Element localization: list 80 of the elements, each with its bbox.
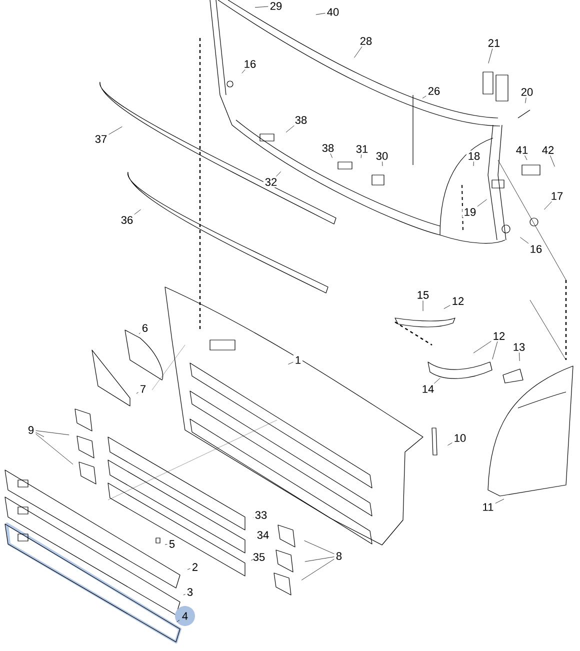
callout-number: 13: [511, 342, 527, 352]
leader-line: [525, 97, 526, 104]
leader-line: [434, 378, 440, 384]
leader-line: [36, 430, 70, 436]
callout-number: 34: [255, 530, 271, 540]
leader-line: [301, 558, 334, 580]
leader-line: [360, 154, 362, 158]
callout-number: 32: [263, 176, 279, 188]
callout-number: 12: [450, 296, 466, 306]
callout-number: 37: [93, 134, 109, 144]
callout-number: 19: [462, 206, 478, 218]
callout-number: 35: [251, 552, 267, 562]
leader-line: [422, 96, 426, 98]
callout-number: 15: [415, 290, 431, 300]
leader-line: [477, 199, 487, 207]
leader-line: [134, 209, 141, 215]
callout-number: 7: [138, 384, 148, 394]
leader-line: [36, 432, 44, 437]
leader-line: [304, 556, 334, 562]
leader-line: [176, 620, 180, 622]
leader-line: [473, 161, 474, 166]
callout-number: 9: [26, 424, 36, 436]
leader-line: [183, 594, 186, 596]
leader-line: [250, 559, 254, 560]
callout-number: 20: [519, 86, 535, 98]
leader-line: [254, 6, 268, 8]
callout-number: 41: [514, 144, 530, 156]
leader-line: [473, 341, 492, 354]
callout-number: 18: [466, 150, 482, 162]
leader-line: [444, 305, 450, 309]
callout-number: 38: [320, 142, 336, 154]
callout-number: 2: [190, 562, 200, 572]
leader-line: [492, 341, 498, 360]
leader-line: [382, 161, 383, 166]
leader-line: [550, 155, 555, 167]
callout-number: 12: [491, 330, 507, 342]
leader-line: [304, 540, 334, 554]
callout-number: 29: [268, 0, 284, 12]
callout-number: 33: [253, 510, 269, 520]
callout-number: 1: [293, 354, 303, 366]
leader-line: [276, 171, 281, 177]
leader-line: [488, 48, 493, 64]
callout-number: 6: [140, 322, 150, 334]
callout-number: 40: [325, 6, 341, 18]
callout-number: 16: [528, 244, 544, 254]
callout-number: 10: [452, 432, 468, 444]
callout-number: 5: [167, 538, 177, 550]
callout-number: 11: [480, 502, 496, 512]
callout-number: 31: [354, 144, 370, 154]
callout-number: 21: [486, 38, 502, 48]
leader-line: [136, 392, 138, 394]
leader-line: [187, 568, 190, 570]
leader-line: [448, 442, 452, 446]
leader-line: [36, 434, 74, 464]
callout-number: 36: [119, 214, 135, 226]
leader-line: [288, 362, 294, 364]
leader-line: [524, 155, 528, 160]
callout-number: 16: [242, 58, 258, 70]
leader-line: [242, 69, 246, 74]
callout-number: 26: [426, 86, 442, 96]
callout-number: 17: [549, 190, 565, 202]
leader-line: [164, 544, 168, 545]
leader-line: [544, 201, 552, 210]
callout-number: 30: [374, 150, 390, 162]
leader-line: [330, 153, 332, 158]
leader-line: [316, 13, 326, 15]
leader-line: [495, 498, 504, 504]
leader-line: [519, 352, 520, 362]
leader-line: [286, 125, 294, 132]
callout-number: 28: [358, 36, 374, 46]
callout-number: 38: [293, 114, 309, 126]
leader-line: [520, 237, 529, 244]
callout-number: 14: [420, 384, 436, 394]
callout-number: 42: [540, 144, 556, 156]
leader-line: [108, 126, 122, 135]
callout-number: 8: [334, 550, 344, 562]
leader-line: [422, 300, 424, 312]
callout-number: 4: [175, 606, 195, 626]
callout-number: 3: [185, 586, 195, 598]
leader-line: [354, 46, 362, 58]
